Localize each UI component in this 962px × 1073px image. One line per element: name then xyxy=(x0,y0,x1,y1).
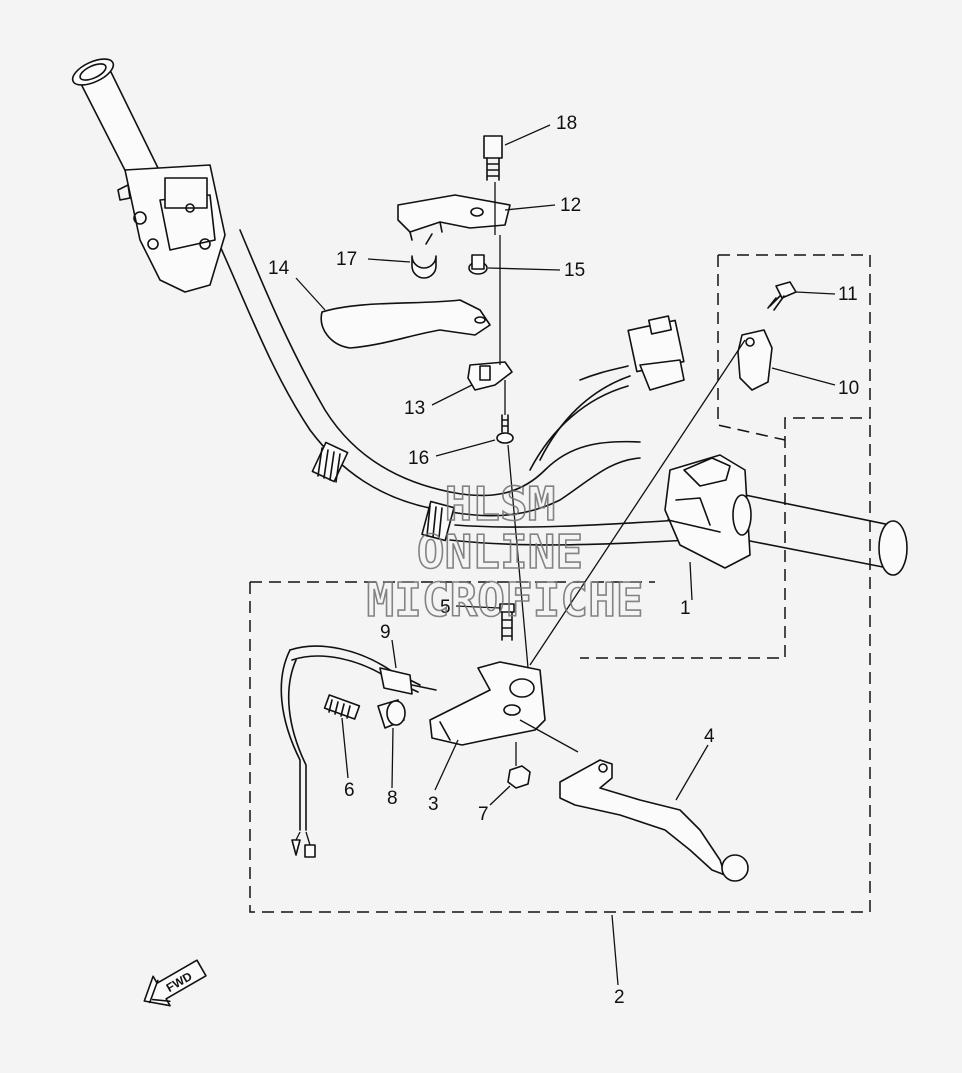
callout-3: 3 xyxy=(428,794,439,815)
callout-14: 14 xyxy=(268,258,290,279)
callout-15: 15 xyxy=(564,260,585,281)
callout-11: 11 xyxy=(838,284,858,305)
callout-4: 4 xyxy=(704,726,715,747)
callout-10: 10 xyxy=(838,378,859,399)
callout-12: 12 xyxy=(560,195,581,216)
callout-2: 2 xyxy=(614,987,625,1008)
callout-5: 5 xyxy=(440,597,451,618)
switch-harness xyxy=(529,315,685,471)
lever-group-outline xyxy=(249,418,871,913)
switch-group-outline xyxy=(580,254,871,659)
handlebar xyxy=(71,58,908,576)
callout-9: 9 xyxy=(380,622,391,643)
clamp-and-screw xyxy=(737,281,797,391)
callout-7: 7 xyxy=(478,804,489,825)
watermark-line-3: MICROFICHE xyxy=(367,573,644,627)
callout-8: 8 xyxy=(387,788,398,809)
master-cylinder xyxy=(117,164,226,293)
lever-assembly xyxy=(280,603,749,882)
forward-direction-arrow: FWD xyxy=(143,959,207,1007)
callout-18: 18 xyxy=(556,113,577,134)
callout-17: 17 xyxy=(336,249,357,270)
watermark-line-2: ONLINE xyxy=(417,525,583,579)
handlebar-switch xyxy=(664,454,752,569)
callout-16: 16 xyxy=(408,448,429,469)
upper-bracket-parts xyxy=(320,135,531,691)
callout-numbers: 18 12 17 15 14 11 10 13 16 1 5 9 4 6 8 3… xyxy=(268,113,859,1008)
leader-lines xyxy=(295,124,836,986)
callout-1: 1 xyxy=(680,598,691,619)
watermark-line-1: HLSM xyxy=(445,477,556,531)
watermark: HLSM ONLINE MICROFICHE xyxy=(366,476,645,628)
callout-6: 6 xyxy=(344,780,355,801)
callout-13: 13 xyxy=(404,398,425,419)
